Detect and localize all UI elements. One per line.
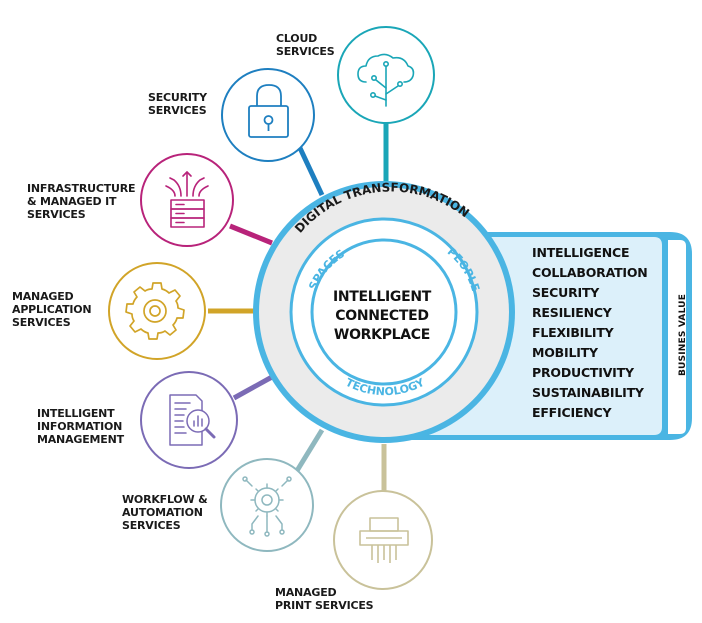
label-cloud-services: CLOUD SERVICES [276, 32, 335, 58]
label-application-services: MANAGED APPLICATION SERVICES [12, 290, 92, 329]
label-line: SERVICES [122, 519, 181, 532]
label-line: APPLICATION [12, 303, 92, 316]
circuit-gear-icon [242, 476, 292, 537]
center-line-2: CONNECTED [335, 308, 429, 324]
value-item: INTELLIGENCE [532, 245, 630, 260]
label-line: & MANAGED IT [27, 195, 117, 208]
label-line: MANAGED [12, 290, 74, 303]
value-item: SUSTAINABILITY [532, 385, 644, 400]
label-line: INTELLIGENT [37, 407, 115, 420]
value-item: PRODUCTIVITY [532, 365, 634, 380]
connector-information [232, 374, 274, 401]
central-hub [253, 181, 515, 443]
label-security-services: SECURITY SERVICES [148, 91, 207, 117]
server-arrows-icon [165, 171, 209, 228]
connector-infrastructure [229, 223, 273, 246]
label-information-management: INTELLIGENT INFORMATION MANAGEMENT [37, 407, 124, 446]
document-magnifier-icon [169, 394, 216, 446]
connector-workflow [292, 428, 325, 476]
value-item: EFFICIENCY [532, 405, 612, 420]
node-print-services [333, 490, 433, 590]
value-item: FLEXIBILITY [532, 325, 614, 340]
node-cloud-services [337, 26, 435, 124]
label-line: SERVICES [27, 208, 86, 221]
node-infrastructure-services [140, 153, 234, 247]
label-line: CLOUD [276, 32, 318, 45]
node-security-circle [221, 68, 315, 162]
hub-inner-ring [310, 238, 458, 386]
node-application-services [108, 262, 206, 360]
business-value-label: BUSINES VALUE [678, 293, 688, 377]
value-item: COLLABORATION [532, 265, 648, 280]
label-line: SECURITY [148, 91, 207, 104]
node-workflow-automation [220, 458, 314, 552]
business-value-list: INTELLIGENCE COLLABORATION SECURITY RESI… [532, 243, 648, 423]
gear-icon [125, 282, 185, 340]
center-line-3: WORKPLACE [333, 327, 431, 343]
node-security-services [221, 68, 315, 162]
label-line: SERVICES [12, 316, 71, 329]
label-line: SERVICES [148, 104, 207, 117]
connectors [208, 123, 389, 492]
node-application-circle [108, 262, 206, 360]
label-infrastructure-services: INFRASTRUCTURE & MANAGED IT SERVICES [27, 182, 136, 221]
label-print-services: MANAGED PRINT SERVICES [275, 586, 374, 612]
padlock-icon [248, 84, 289, 138]
node-information-management [140, 371, 238, 469]
label-line: SERVICES [276, 45, 335, 58]
cloud-tree-icon [357, 53, 415, 107]
label-line: INFRASTRUCTURE [27, 182, 136, 195]
value-item: MOBILITY [532, 345, 598, 360]
panel-label-strip [668, 240, 686, 434]
label-line: MANAGED [275, 586, 337, 599]
label-workflow-automation: WORKFLOW & AUTOMATION SERVICES [122, 493, 208, 532]
label-line: MANAGEMENT [37, 433, 124, 446]
label-line: WORKFLOW & [122, 493, 208, 506]
center-line-1: INTELLIGENT [332, 289, 432, 305]
node-print-circle [333, 490, 433, 590]
connector-security [297, 146, 325, 197]
center-title: INTELLIGENT CONNECTED WORKPLACE [302, 288, 462, 345]
label-line: INFORMATION [37, 420, 123, 433]
value-item: SECURITY [532, 285, 600, 300]
value-item: RESILIENCY [532, 305, 612, 320]
label-line: PRINT SERVICES [275, 599, 374, 612]
label-line: AUTOMATION [122, 506, 203, 519]
printer-icon [359, 517, 409, 563]
